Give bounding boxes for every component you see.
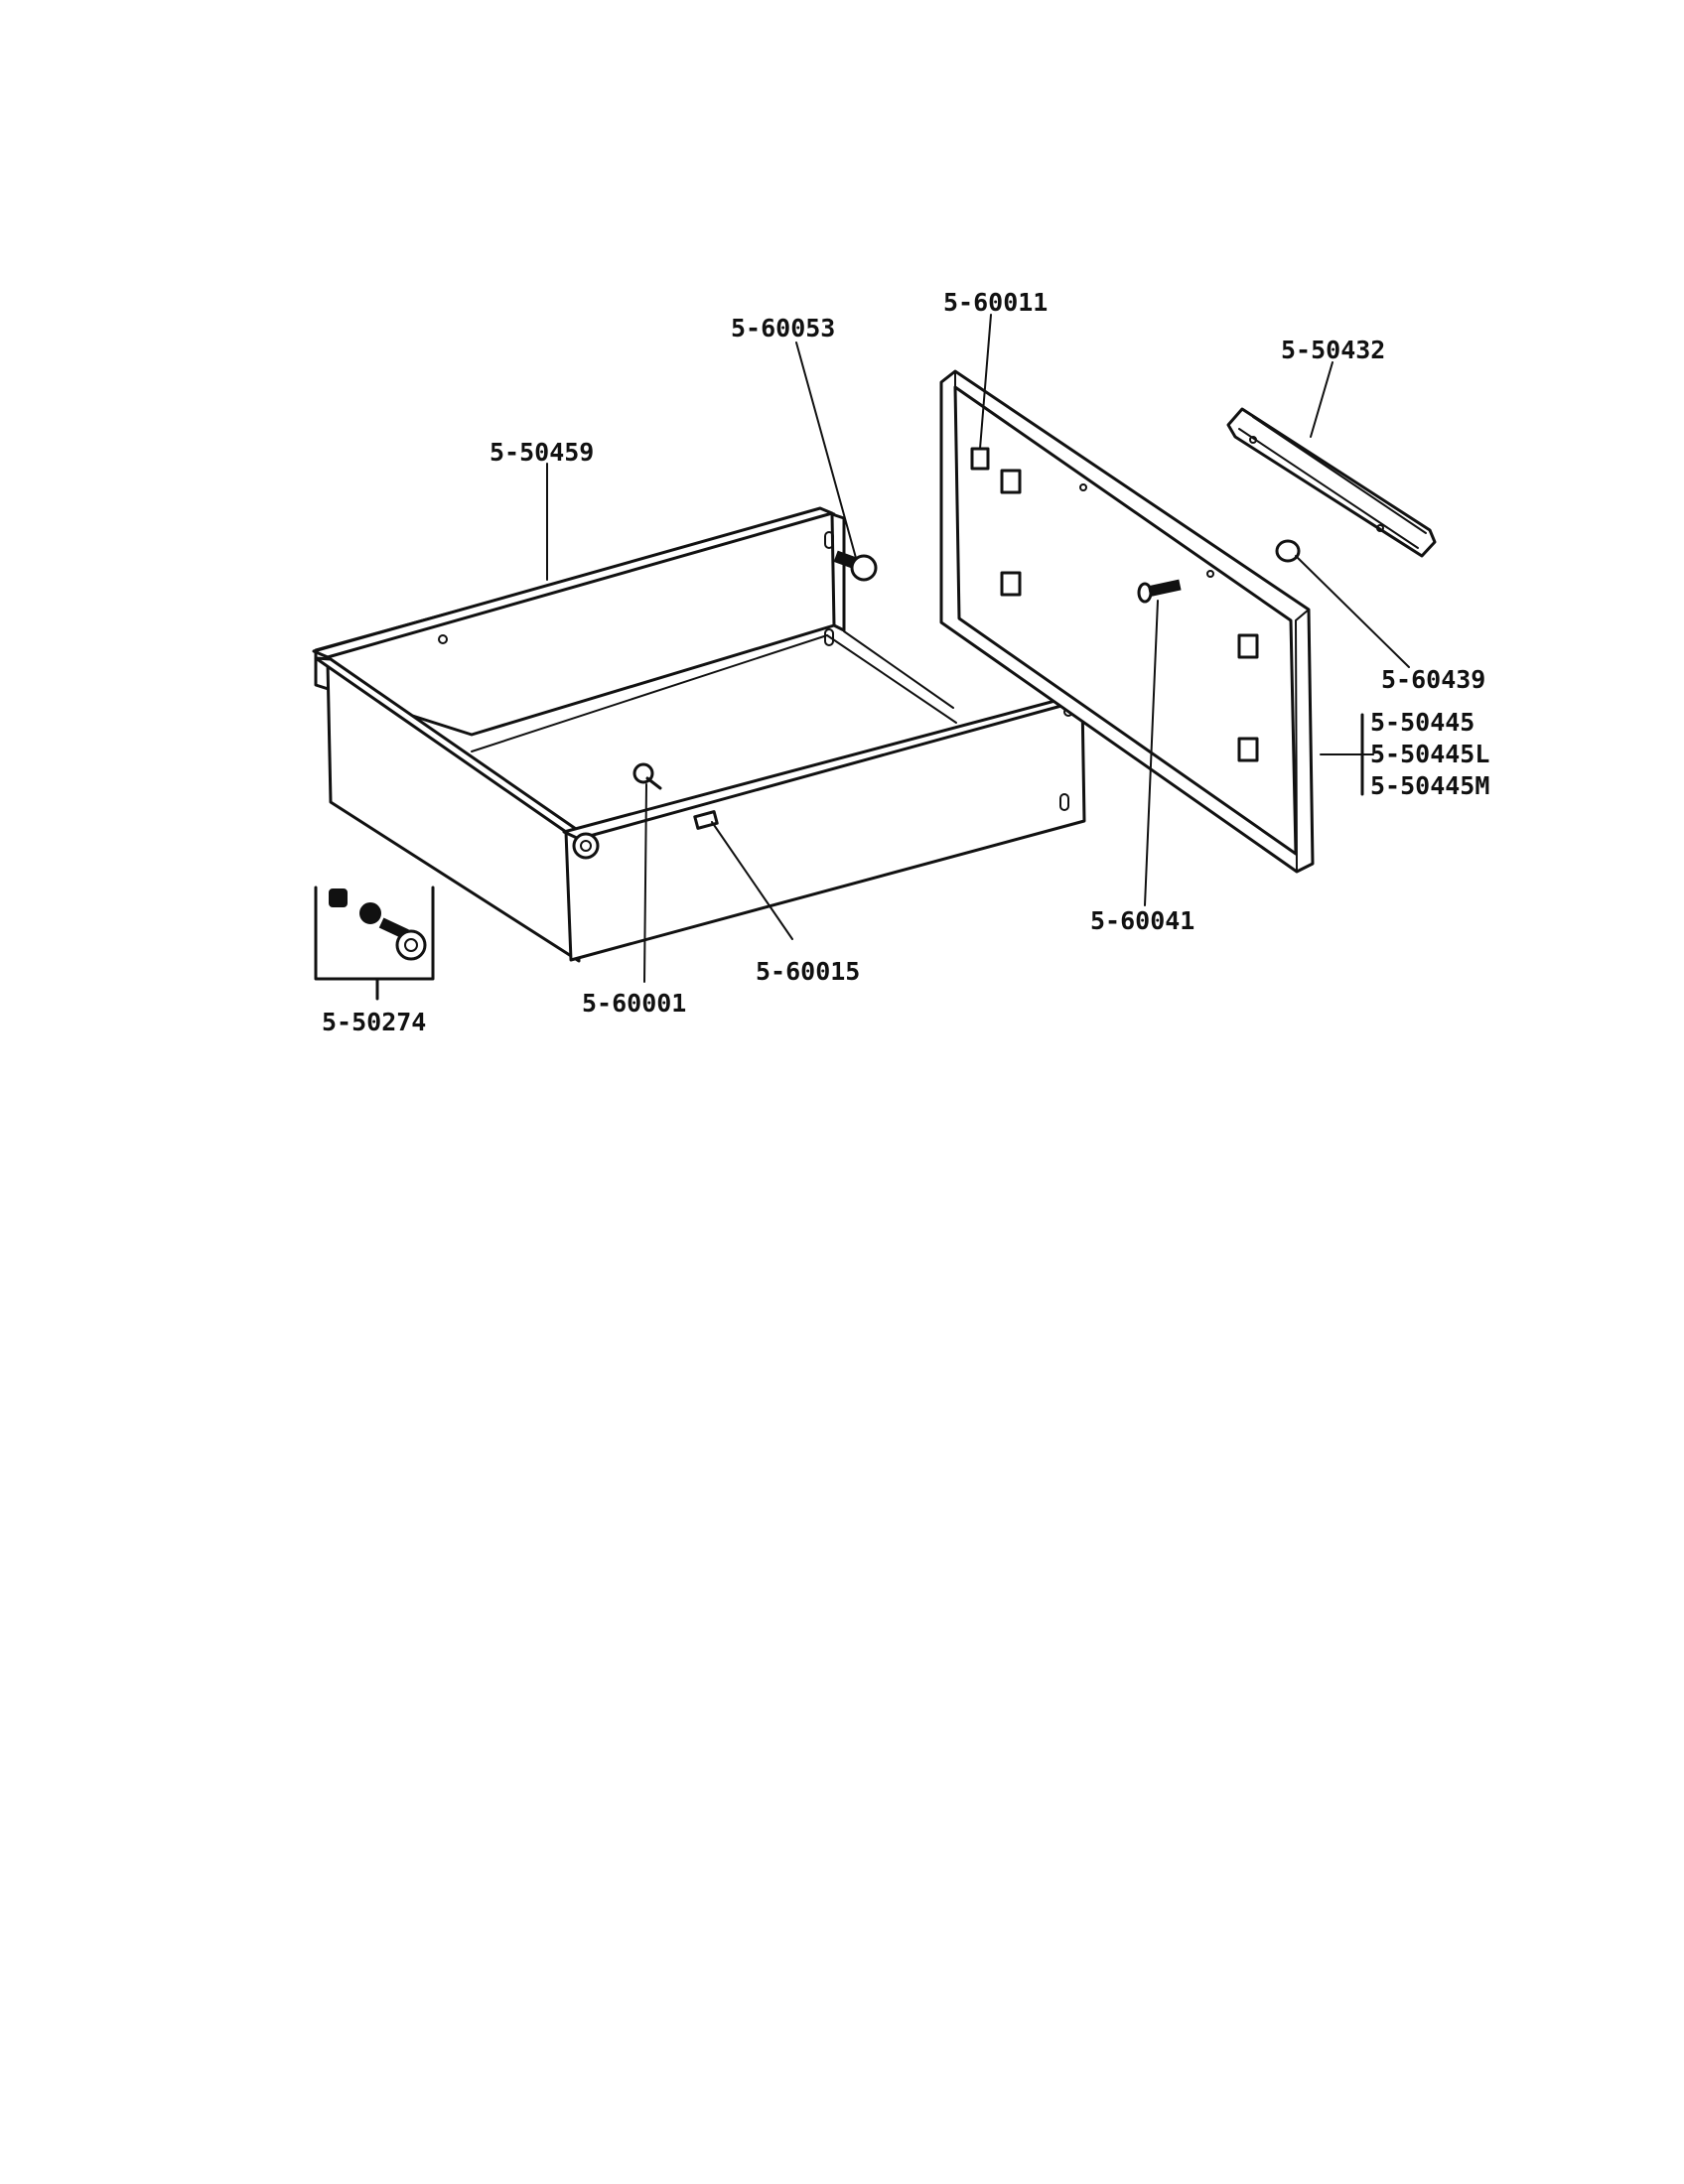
leader-50432 — [1310, 361, 1333, 438]
label-5-60015: 5-60015 — [756, 957, 860, 986]
handle-hole — [1376, 524, 1384, 532]
front-clip — [1000, 469, 1022, 494]
label-5-60439: 5-60439 — [1381, 665, 1485, 694]
drawer-front-panel — [564, 698, 1086, 962]
handle-groove — [1238, 428, 1419, 549]
leader-60053 — [795, 341, 857, 559]
label-5-60041: 5-60041 — [1090, 906, 1194, 935]
label-5-50274: 5-50274 — [322, 1008, 426, 1036]
drawer-front-edge — [1294, 609, 1310, 873]
kit-bracket — [314, 886, 435, 981]
leader-60001 — [643, 783, 647, 983]
drawer-handle — [1226, 407, 1437, 563]
label-5-60001: 5-60001 — [582, 989, 686, 1018]
drawer-roller-hub — [580, 840, 592, 852]
handle-groove — [1252, 416, 1427, 534]
hardware-kit — [314, 886, 435, 1001]
kit-bolt-head-inner — [404, 938, 418, 952]
leader-lines — [546, 314, 1410, 983]
label-5-60011: 5-60011 — [943, 288, 1048, 317]
label-5-50445: 5-50445 — [1370, 708, 1474, 737]
drawer-slot — [824, 628, 834, 646]
drawer-front — [939, 369, 1315, 874]
kit-washer — [359, 902, 381, 924]
label-5-50445M: 5-50445M — [1370, 771, 1489, 800]
leader-60011 — [979, 314, 992, 450]
drawer-hole — [438, 634, 448, 644]
drawer-slot — [1059, 793, 1069, 811]
label-5-50432: 5-50432 — [1281, 336, 1385, 364]
drawer-roller — [572, 832, 600, 860]
front-clip — [1237, 737, 1259, 762]
front-hole — [1206, 570, 1214, 578]
label-5-60053: 5-60053 — [731, 314, 835, 342]
kit-bolt-head — [395, 929, 427, 961]
label-5-50445L: 5-50445L — [1370, 740, 1489, 768]
knob-60439 — [1275, 539, 1301, 563]
bolt-60001-shank — [645, 776, 662, 790]
drawer-floor-edge — [471, 634, 828, 752]
leader-60041 — [1144, 600, 1159, 906]
leader-60015 — [711, 821, 793, 940]
front-clip — [1237, 633, 1259, 659]
drawer-right-side — [830, 512, 846, 632]
drawer-box — [312, 506, 1092, 963]
drawer-floor-edge-right — [826, 634, 957, 724]
clip-60015 — [693, 810, 719, 830]
leader-60439 — [1295, 555, 1410, 668]
handle-hole — [1249, 436, 1257, 444]
label-5-50459: 5-50459 — [490, 438, 594, 467]
drawer-right-side-top — [843, 630, 954, 709]
front-hole — [1079, 483, 1087, 491]
clip-60011 — [970, 447, 990, 471]
part-labels: 5-60053 5-60011 5-50432 5-50459 5-60439 … — [322, 288, 1489, 1036]
front-clip — [1000, 571, 1022, 597]
drawer-slot — [824, 531, 834, 549]
bolt-60053-head — [850, 554, 878, 582]
screw-60041-shank — [1147, 579, 1182, 598]
front-clips — [970, 447, 1259, 762]
handle-body — [1226, 407, 1437, 558]
kit-nut — [329, 888, 348, 907]
